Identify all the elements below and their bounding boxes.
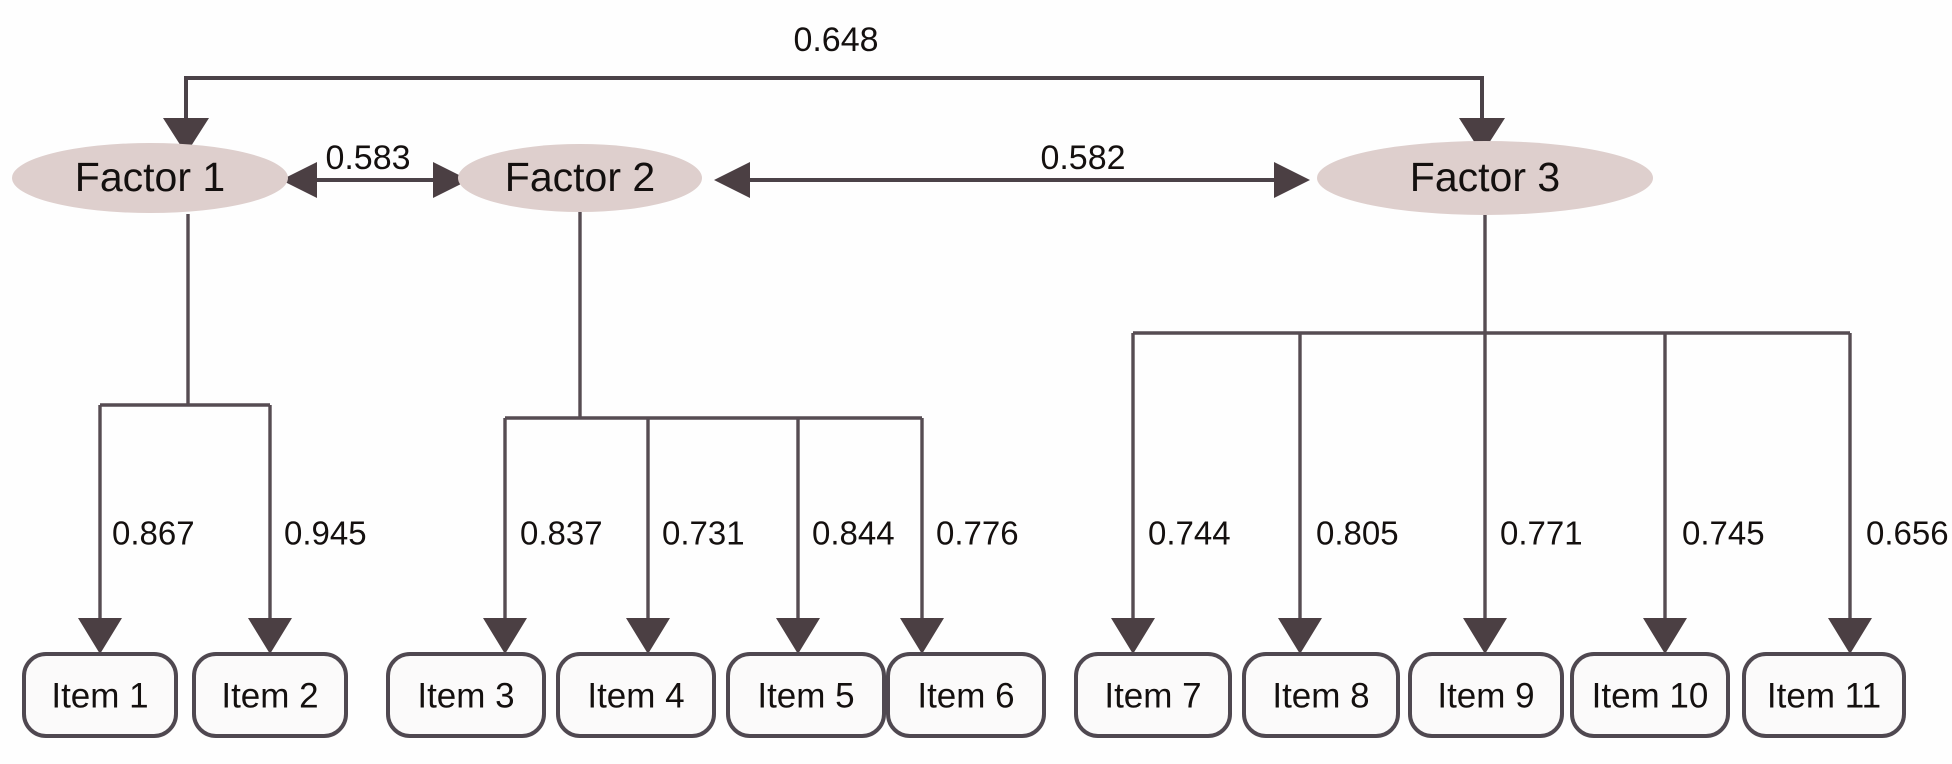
arrowhead-item1 xyxy=(78,618,122,654)
item7-box xyxy=(1074,652,1232,738)
loading-label-item11: 0.656 xyxy=(1866,515,1949,552)
arrowhead-item6 xyxy=(900,618,944,654)
item8-label: Item 8 xyxy=(1272,676,1369,715)
arrowhead-item8 xyxy=(1278,618,1322,654)
factor-node-factor2[interactable]: Factor 2 xyxy=(458,144,702,212)
item6-label: Item 6 xyxy=(917,676,1014,715)
correlation-label-f1-f3: 0.648 xyxy=(793,21,878,59)
item-node-item10[interactable]: Item 10 xyxy=(1570,652,1730,738)
item11-box xyxy=(1742,652,1906,738)
item-node-item7[interactable]: Item 7 xyxy=(1074,652,1232,738)
factor-node-factor3[interactable]: Factor 3 xyxy=(1317,141,1653,215)
item-node-item2[interactable]: Item 2 xyxy=(192,652,348,738)
loading-label-item3: 0.837 xyxy=(520,515,603,552)
item2-label: Item 2 xyxy=(221,676,318,715)
arrowhead-item9 xyxy=(1463,618,1507,654)
arrowhead-item7 xyxy=(1111,618,1155,654)
loading-tree-factor2: 0.837 0.731 0.844 0.776 xyxy=(483,212,1019,654)
correlation-edge-factor2-factor3[interactable]: 0.582 xyxy=(714,139,1310,198)
item6-box xyxy=(886,652,1046,738)
item10-box xyxy=(1570,652,1730,738)
loading-label-item2: 0.945 xyxy=(284,515,367,552)
loading-label-item5: 0.844 xyxy=(812,515,895,552)
arrowhead-item3 xyxy=(483,618,527,654)
item1-label: Item 1 xyxy=(51,676,148,715)
arrowhead-down-factor1 xyxy=(163,118,209,154)
arrowhead-right-factor2 xyxy=(433,162,469,198)
item-node-item6[interactable]: Item 6 xyxy=(886,652,1046,738)
correlation-edge-factor1-factor3[interactable]: 0.648 xyxy=(163,21,1505,154)
item9-label: Item 9 xyxy=(1437,676,1534,715)
arrowhead-left-factor1 xyxy=(281,162,317,198)
arrowhead-down-factor3 xyxy=(1459,118,1505,154)
factor2-ellipse xyxy=(458,144,702,212)
loading-label-item4: 0.731 xyxy=(662,515,745,552)
item5-label: Item 5 xyxy=(757,676,854,715)
loading-tree-factor1: 0.867 0.945 xyxy=(78,214,367,654)
factor1-ellipse xyxy=(12,143,288,213)
arrowhead-item5 xyxy=(776,618,820,654)
arrowhead-item11 xyxy=(1828,618,1872,654)
item-node-item3[interactable]: Item 3 xyxy=(386,652,546,738)
loading-label-item1: 0.867 xyxy=(112,515,195,552)
loading-label-item8: 0.805 xyxy=(1316,515,1399,552)
arrowhead-item2 xyxy=(248,618,292,654)
correlation-label-f2-f3: 0.582 xyxy=(1040,139,1125,177)
arrowhead-item4 xyxy=(626,618,670,654)
item3-label: Item 3 xyxy=(417,676,514,715)
item-node-item9[interactable]: Item 9 xyxy=(1408,652,1564,738)
item2-box xyxy=(192,652,348,738)
factor3-label: Factor 3 xyxy=(1410,154,1560,200)
loading-tree-factor3: 0.744 0.805 0.771 0.745 0.656 xyxy=(1111,215,1949,654)
loading-label-item7: 0.744 xyxy=(1148,515,1231,552)
factor1-label: Factor 1 xyxy=(75,154,225,200)
loading-label-item10: 0.745 xyxy=(1682,515,1765,552)
item-node-item11[interactable]: Item 11 xyxy=(1742,652,1906,738)
arrowhead-item10 xyxy=(1643,618,1687,654)
item4-label: Item 4 xyxy=(587,676,684,715)
loading-label-item9: 0.771 xyxy=(1500,515,1583,552)
factor2-label: Factor 2 xyxy=(505,154,655,200)
loading-label-item6: 0.776 xyxy=(936,515,1019,552)
item-node-item1[interactable]: Item 1 xyxy=(22,652,178,738)
correlation-edge-factor1-factor2[interactable]: 0.583 xyxy=(281,139,469,198)
item4-box xyxy=(556,652,716,738)
item-node-item8[interactable]: Item 8 xyxy=(1242,652,1400,738)
arrowhead-right-factor3 xyxy=(1274,162,1310,198)
item11-label: Item 11 xyxy=(1767,676,1881,715)
correlation-label-f1-f2: 0.583 xyxy=(325,139,410,177)
factor-node-factor1[interactable]: Factor 1 xyxy=(12,143,288,213)
item7-label: Item 7 xyxy=(1104,676,1201,715)
item-node-item5[interactable]: Item 5 xyxy=(726,652,886,738)
item1-box xyxy=(22,652,178,738)
item9-box xyxy=(1408,652,1564,738)
item8-box xyxy=(1242,652,1400,738)
item-node-item4[interactable]: Item 4 xyxy=(556,652,716,738)
item10-label: Item 10 xyxy=(1592,676,1709,715)
factor3-ellipse xyxy=(1317,141,1653,215)
correlation-path-f1-f3 xyxy=(184,76,1484,145)
item3-box xyxy=(386,652,546,738)
item5-box xyxy=(726,652,886,738)
arrowhead-left-factor2 xyxy=(714,162,750,198)
